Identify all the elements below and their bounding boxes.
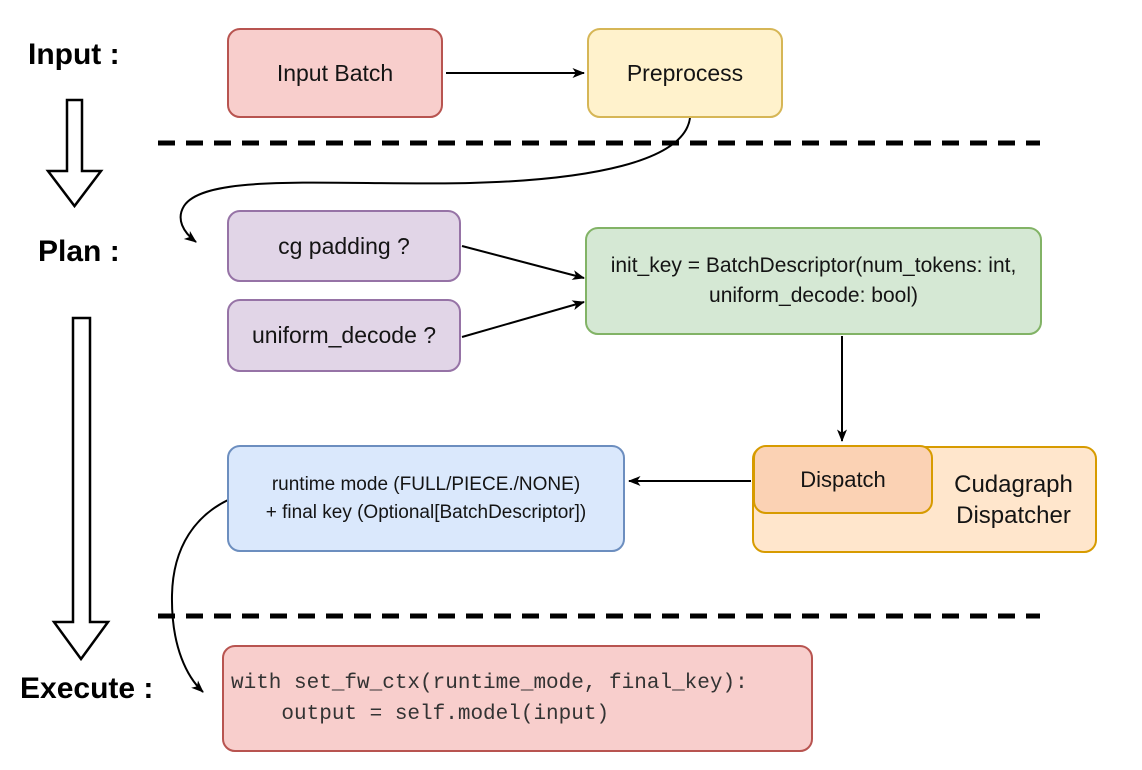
execute-code-line1: with set_fw_ctx(runtime_mode, final_key)… bbox=[231, 671, 748, 695]
node-cudagraph-dispatcher-text: Cudagraph Dispatcher bbox=[936, 448, 1091, 551]
node-runtime-mode: runtime mode (FULL/PIECE./NONE) + final … bbox=[227, 445, 625, 552]
node-dispatch: Dispatch bbox=[753, 445, 933, 514]
node-init-key-line2: uniform_decode: bool) bbox=[709, 284, 918, 307]
node-runtime-mode-line1: runtime mode (FULL/PIECE./NONE) bbox=[271, 473, 581, 495]
section-label-plan: Plan : bbox=[38, 235, 120, 268]
node-runtime-mode-line2: + final key (Optional[BatchDescriptor]) bbox=[265, 501, 587, 523]
connector-cgpadding-initkey bbox=[461, 245, 585, 280]
connector-runtimemode-executecode bbox=[170, 499, 229, 693]
node-init-key: init_key = BatchDescriptor(num_tokens: i… bbox=[585, 227, 1042, 335]
node-dispatch-label: Dispatch bbox=[800, 466, 886, 492]
node-input-batch-label: Input Batch bbox=[276, 59, 394, 86]
node-cudagraph-dispatcher-line2: Dispatcher bbox=[956, 501, 1071, 529]
node-uniform-decode-label: uniform_decode ? bbox=[251, 322, 437, 348]
node-preprocess: Preprocess bbox=[587, 28, 783, 118]
node-cudagraph-dispatcher-line1: Cudagraph bbox=[954, 470, 1073, 498]
block-arrow-input-to-plan-icon bbox=[45, 98, 104, 209]
connector-preprocess-cgpadding bbox=[179, 117, 691, 243]
node-uniform-decode: uniform_decode ? bbox=[227, 299, 461, 372]
block-arrow-plan-to-execute-icon bbox=[51, 316, 111, 662]
node-init-key-line1: init_key = BatchDescriptor(num_tokens: i… bbox=[610, 254, 1017, 277]
execute-code-line2: output = self.model(input) bbox=[231, 702, 610, 726]
node-preprocess-label: Preprocess bbox=[626, 59, 744, 86]
node-execute-code: with set_fw_ctx(runtime_mode, final_key)… bbox=[222, 645, 813, 752]
connector-uniformdecode-initkey bbox=[461, 300, 585, 338]
section-label-execute: Execute : bbox=[20, 672, 154, 705]
node-cg-padding-label: cg padding ? bbox=[278, 232, 410, 259]
section-label-input: Input : bbox=[28, 38, 120, 71]
node-cg-padding: cg padding ? bbox=[227, 210, 461, 282]
node-input-batch: Input Batch bbox=[227, 28, 443, 118]
